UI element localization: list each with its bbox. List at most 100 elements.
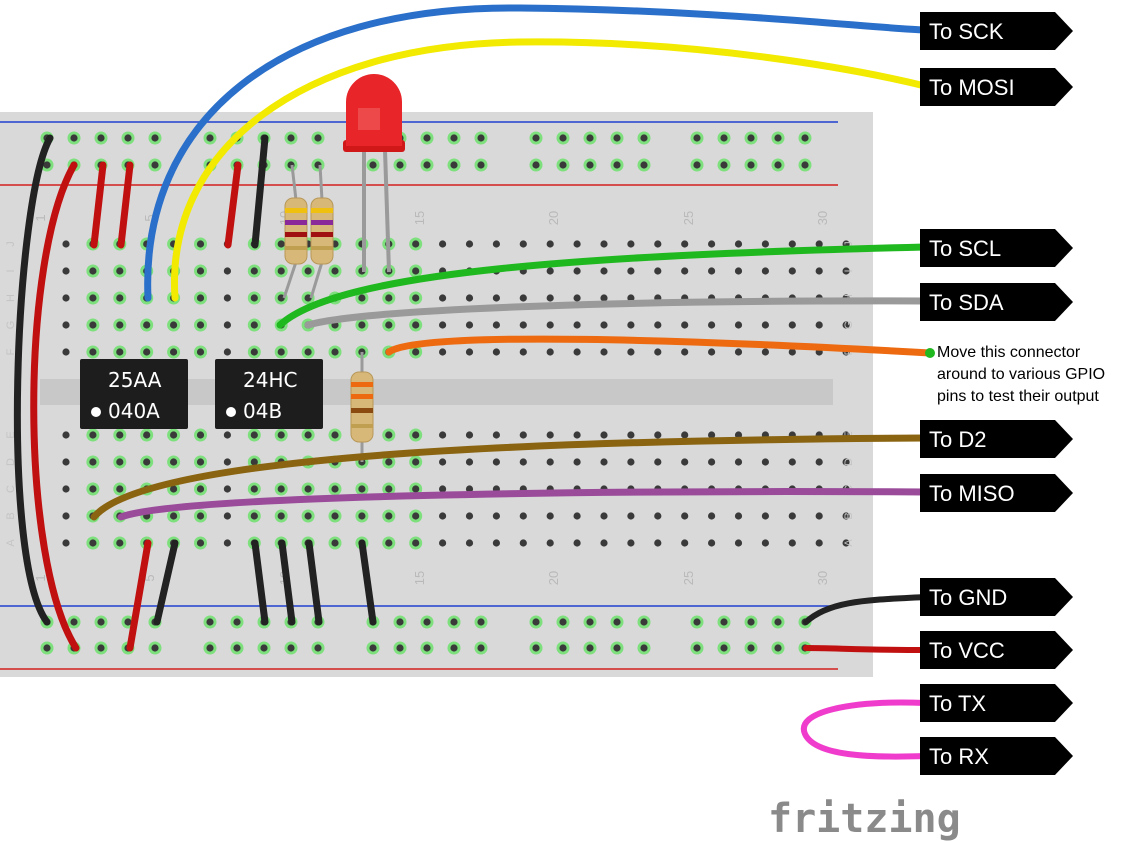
breadboard-hole <box>412 512 420 520</box>
wire-mosi <box>171 38 929 302</box>
breadboard-hole <box>842 321 850 329</box>
breadboard-hole <box>331 539 339 547</box>
breadboard-hole <box>151 161 159 169</box>
breadboard-hole <box>206 618 214 626</box>
breadboard-hole <box>151 644 159 652</box>
breadboard-hole <box>761 539 770 547</box>
label-tx: To TX <box>920 684 1073 722</box>
breadboard-hole <box>519 240 527 248</box>
breadboard-hole <box>708 431 716 439</box>
breadboard-hole <box>801 134 809 142</box>
note-line-1: Move this connector <box>937 344 1081 361</box>
column-number: 25 <box>681 211 696 225</box>
resistor-pullup-2 <box>310 197 334 265</box>
breadboard-hole <box>465 539 474 547</box>
wire-gnd <box>803 594 928 625</box>
breadboard-hole <box>559 134 567 142</box>
breadboard-hole <box>842 539 850 547</box>
breadboard-hole <box>277 431 285 439</box>
row-letter: J <box>843 241 855 247</box>
breadboard-hole <box>573 267 581 275</box>
breadboard-hole <box>519 294 527 302</box>
breadboard-hole <box>450 644 458 652</box>
wire-d2 <box>90 434 929 521</box>
breadboard-hole <box>815 539 823 547</box>
breadboard-hole <box>277 267 285 275</box>
wire-sda <box>304 297 929 329</box>
breadboard-hole <box>734 240 743 248</box>
breadboard-hole <box>465 240 474 248</box>
breadboard-hole <box>654 431 662 439</box>
row-letter: B <box>843 512 855 519</box>
breadboard-hole <box>287 134 295 142</box>
label-sck: To SCK <box>920 12 1073 50</box>
row-letter: C <box>5 485 17 493</box>
breadboard-hole <box>62 539 70 547</box>
breadboard-hole <box>627 267 635 275</box>
breadboard-hole <box>223 431 231 439</box>
breadboard-hole <box>815 512 823 520</box>
column-number: 1 <box>33 214 48 221</box>
breadboard-hole <box>815 458 823 466</box>
breadboard-hole <box>250 458 258 466</box>
breadboard-hole <box>250 267 258 275</box>
breadboard-hole <box>423 618 431 626</box>
breadboard-hole <box>331 431 339 439</box>
breadboard-hole <box>559 618 567 626</box>
jumper-red <box>126 539 152 652</box>
breadboard-hole <box>250 321 258 329</box>
wire-tx-rx-loop <box>800 699 928 760</box>
breadboard-hole <box>774 644 782 652</box>
breadboard-hole <box>250 512 258 520</box>
breadboard-hole <box>62 294 70 302</box>
breadboard-hole <box>640 134 648 142</box>
breadboard-hole <box>116 267 124 275</box>
breadboard-hole <box>260 644 268 652</box>
breadboard-hole <box>412 431 420 439</box>
breadboard-hole <box>600 512 608 520</box>
jumper-wires <box>13 134 377 652</box>
row-letter: I <box>5 269 17 272</box>
breadboard-hole <box>412 485 420 493</box>
breadboard-hole <box>708 348 716 356</box>
svg-text:To SCL: To SCL <box>929 236 1001 261</box>
jumper-black <box>305 539 323 626</box>
svg-text:To RX: To RX <box>929 744 989 769</box>
row-letter: G <box>5 321 17 330</box>
breadboard-hole <box>223 348 231 356</box>
breadboard-hole <box>223 267 231 275</box>
breadboard-hole <box>681 431 689 439</box>
breadboard-hole <box>600 240 608 248</box>
breadboard-hole <box>465 321 474 329</box>
breadboard-hole <box>627 321 635 329</box>
breadboard-hole <box>62 512 70 520</box>
breadboard-hole <box>385 539 393 547</box>
breadboard-hole <box>532 134 540 142</box>
jumper-black <box>251 134 269 249</box>
breadboard-hole <box>412 294 420 302</box>
breadboard-hole <box>62 267 70 275</box>
breadboard-hole <box>304 512 312 520</box>
breadboard-hole <box>89 321 97 329</box>
breadboard-hole <box>170 458 178 466</box>
breadboard-hole <box>116 539 124 547</box>
row-letter: E <box>5 431 17 438</box>
breadboard-hole <box>693 134 701 142</box>
breadboard-hole <box>519 348 527 356</box>
breadboard-hole <box>654 348 662 356</box>
note-line-3: pins to test their output <box>937 388 1099 405</box>
breadboard-hole <box>304 294 312 302</box>
breadboard-hole <box>788 321 796 329</box>
breadboard-hole <box>143 348 151 356</box>
fritzing-logo: fritzing <box>768 796 961 841</box>
breadboard-hole <box>693 644 701 652</box>
label-sda: To SDA <box>920 283 1073 321</box>
label-scl: To SCL <box>920 229 1073 267</box>
chip-label-line2: 040A <box>108 399 160 423</box>
jumper-black <box>153 539 179 626</box>
svg-text:To TX: To TX <box>929 691 986 716</box>
breadboard-hole <box>734 321 743 329</box>
breadboard-hole <box>586 644 594 652</box>
column-number: 20 <box>546 571 561 585</box>
